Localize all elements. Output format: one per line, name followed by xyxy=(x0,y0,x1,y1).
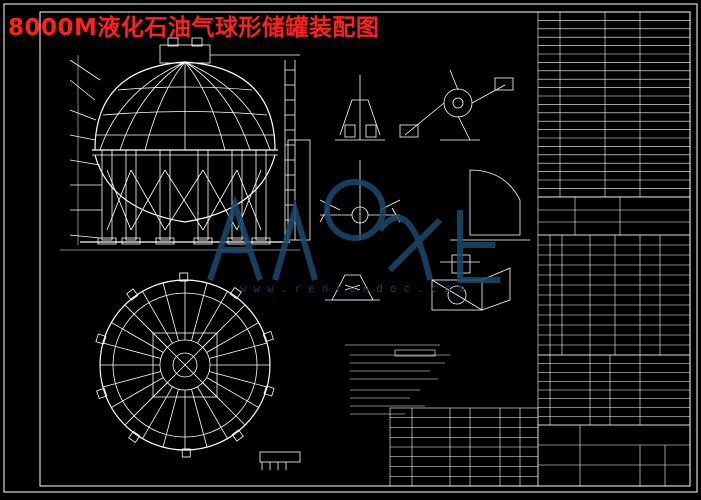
sphere-elevation-view xyxy=(60,37,311,251)
parts-list-right xyxy=(537,354,691,426)
sheet-border xyxy=(3,3,698,493)
parts-list-bottom xyxy=(389,407,539,487)
nozzle-schedule-table xyxy=(537,234,691,356)
watermark-logo xyxy=(207,179,500,283)
watermark-url: www.renrendoc.com xyxy=(240,282,472,295)
sphere-plan-view xyxy=(95,272,301,470)
nozzle-table xyxy=(537,196,691,236)
drawing-title: 8000M液化石油气球形储罐装配图 xyxy=(8,15,380,41)
detail-support-views xyxy=(319,69,530,311)
technical-notes xyxy=(345,344,450,415)
title-block xyxy=(537,424,691,487)
technical-specification-table xyxy=(537,11,691,198)
